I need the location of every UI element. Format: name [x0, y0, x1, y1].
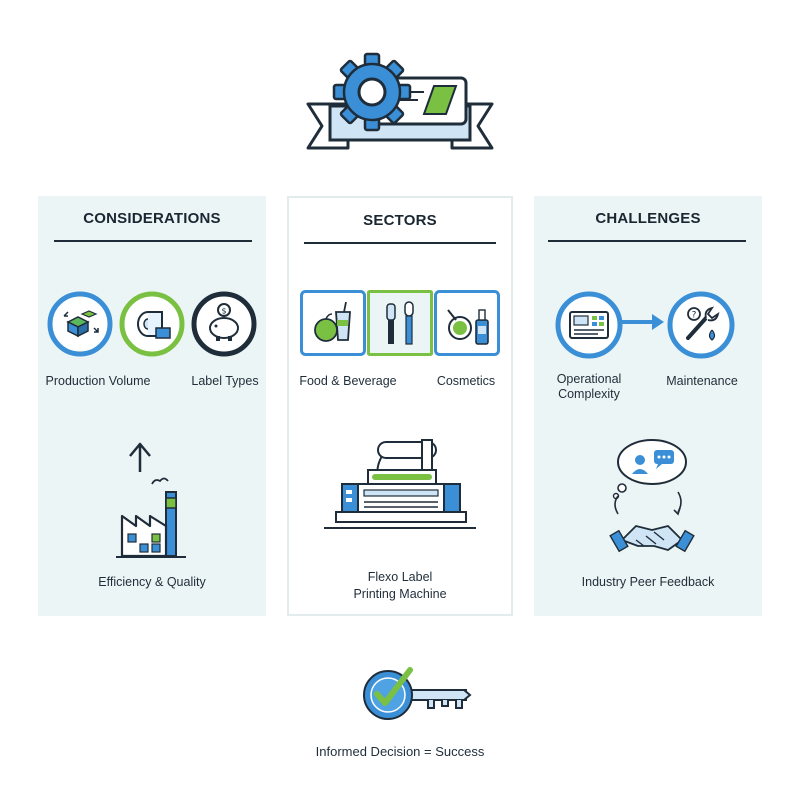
cosmetics-bottle-icon [434, 290, 500, 356]
cosmetics-label: Cosmetics [436, 374, 496, 388]
operational-label-line2: Complexity [558, 387, 620, 401]
piggy-bank-icon: $ [191, 291, 257, 357]
flexo-label-line2: Printing Machine [353, 587, 447, 601]
label-roll-icon [119, 291, 185, 357]
boxes-volume-icon [47, 291, 113, 357]
considerations-title: CONSIDERATIONS [83, 210, 221, 227]
challenges-divider [548, 240, 746, 242]
svg-text:?: ? [692, 311, 697, 321]
arrow-right-icon [622, 314, 664, 330]
svg-text:$: $ [221, 307, 226, 316]
key-check-icon [363, 667, 472, 720]
food-beverage-label: Food & Beverage [299, 374, 397, 388]
challenges-title: CHALLENGES [595, 210, 701, 227]
chat-handshake-icon [609, 439, 695, 553]
tools-icon: ? [667, 291, 735, 359]
control-panel-icon [555, 291, 623, 359]
efficiency-quality-label: Efficiency & Quality [98, 575, 206, 589]
production-volume-label: Production Volume [45, 374, 151, 388]
operational-label-line1: Operational [556, 372, 622, 386]
peer-feedback-label: Industry Peer Feedback [581, 575, 715, 589]
considerations-divider [54, 240, 252, 242]
flexo-label-line1: Flexo Label [367, 570, 433, 584]
footer-text: Informed Decision = Success [315, 744, 485, 759]
apple-drink-icon [300, 290, 366, 356]
sectors-title: SECTORS [363, 212, 437, 229]
sectors-divider [304, 242, 496, 244]
label-types-label: Label Types [191, 374, 259, 388]
gear-label-banner-icon [306, 52, 494, 150]
printing-machine-icon [324, 439, 476, 529]
sectors-panel: SECTORS [287, 196, 513, 616]
brushes-icon [367, 290, 433, 356]
maintenance-label: Maintenance [666, 374, 738, 388]
factory-arrow-icon [116, 442, 186, 558]
